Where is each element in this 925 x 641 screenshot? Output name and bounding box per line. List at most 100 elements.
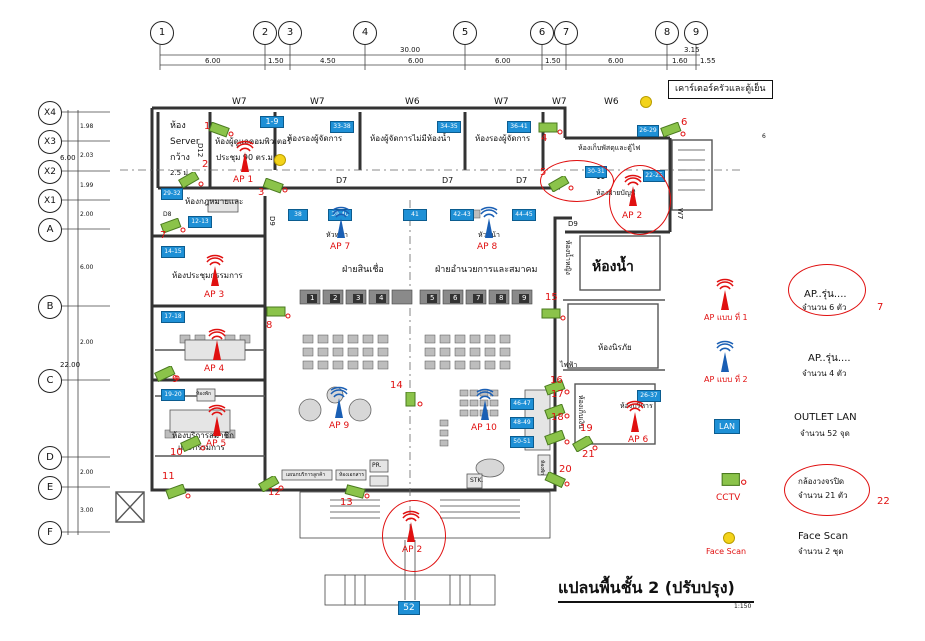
dim-span: 6.00 xyxy=(608,57,624,65)
legend-cctv-note: 22 xyxy=(877,496,890,507)
dim-row-span: 2.00 xyxy=(80,469,94,476)
cctv-number: 20 xyxy=(559,464,572,475)
dim-total-height: 22.00 xyxy=(60,361,81,369)
label-pr: PR. xyxy=(372,462,382,469)
window-w7-right: W7 xyxy=(676,208,684,220)
grid-row-b: B xyxy=(38,295,62,319)
legend-ap-type2-icon xyxy=(716,340,734,372)
grid-col-5: 5 xyxy=(453,21,477,45)
ap-type1-icon xyxy=(206,254,224,286)
ap-label: AP 4 xyxy=(204,364,225,374)
cctv-number: 6 xyxy=(681,117,688,128)
legend-ap1-label: AP แบบ ที่ 1 xyxy=(704,313,748,322)
lan-outlet: 1-9 xyxy=(260,116,284,128)
grid-col-2: 2 xyxy=(253,21,277,45)
ap-label: AP 8 xyxy=(477,242,498,252)
desk-number: 2 xyxy=(330,294,341,303)
lan-outlet: 33-38 xyxy=(330,121,354,133)
desk-number: 8 xyxy=(496,294,507,303)
room-server-1: ห้อง xyxy=(170,121,186,131)
dept-credit: ฝ่ายสินเชื่อ xyxy=(342,265,384,275)
grid-col-7: 7 xyxy=(554,21,578,45)
room-manager: ห้องผู้จัดการไม่มีห้องน้ำ xyxy=(370,134,451,143)
desk-number: 7 xyxy=(473,294,484,303)
dim-top-extra: 3.15 xyxy=(684,46,700,54)
ap-label: AP 1 xyxy=(233,175,254,185)
room-board: ห้องประชุมกรรมการ xyxy=(172,271,243,280)
legend-ap2-count: จำนวน 4 ตัว xyxy=(802,369,847,378)
kitchen-sign: เคาร์เตอร์ครัวและตู้เย็น xyxy=(668,80,773,99)
cctv-number: 2 xyxy=(202,159,209,170)
lan-outlet: 14-15 xyxy=(161,246,185,258)
ap-label: AP 5 xyxy=(206,439,227,449)
section-marker: 6 xyxy=(762,133,766,140)
dim-span: 1.55 xyxy=(700,57,716,65)
grid-col-4: 4 xyxy=(353,21,377,45)
ap-type1-icon xyxy=(208,404,226,436)
counter-2: ห้องเอกสาร xyxy=(339,472,365,478)
desk-number: 1 xyxy=(307,294,318,303)
cctv-number: 1 xyxy=(204,121,211,132)
highlight-ellipse xyxy=(788,264,866,316)
legend-ap2-title: AP..รุ่น.... xyxy=(808,353,851,364)
legend-cctv-label: CCTV xyxy=(716,493,741,503)
door-d7: D7 xyxy=(442,176,454,185)
grid-col-8: 8 xyxy=(655,21,679,45)
grid-row-x4: X4 xyxy=(38,101,62,125)
cctv-number: 16 xyxy=(550,375,563,386)
grid-col-3: 3 xyxy=(278,21,302,45)
legend-face-label: Face Scan xyxy=(706,547,747,556)
legend-ap1-count: จำนวน 6 ตัว xyxy=(802,303,847,312)
cctv-number: 14 xyxy=(390,380,403,391)
highlight-ellipse xyxy=(784,464,870,516)
left-dimension-lines xyxy=(60,110,110,535)
cctv-number: 9 xyxy=(172,374,179,385)
cctv-camera-icon xyxy=(660,122,686,138)
window-label: W7 xyxy=(232,97,247,107)
cctv-number: 21 xyxy=(582,449,595,460)
cctv-camera-icon xyxy=(344,484,370,499)
cctv-camera-icon xyxy=(544,404,570,420)
lan-outlet: 44-45 xyxy=(512,209,536,221)
grid-col-9: 9 xyxy=(684,21,708,45)
cctv-camera-icon xyxy=(544,472,570,488)
cctv-number: 8 xyxy=(266,320,273,331)
face-scan-icon xyxy=(274,154,286,166)
legend-ap-type1-icon xyxy=(716,278,734,310)
lan-outlet: 41 xyxy=(403,209,427,221)
cctv-number: 3 xyxy=(258,187,265,198)
legend-lan-icon: LAN xyxy=(714,419,740,434)
room-computer: ห้องผู้ดูแลคอมพิวเตอร์ xyxy=(215,137,292,146)
dim-span: 4.50 xyxy=(320,57,336,65)
grid-col-1: 1 xyxy=(150,21,174,45)
ap-label: AP 6 xyxy=(628,435,649,445)
dim-span: 1.60 xyxy=(672,57,688,65)
dim-row-span: 2.00 xyxy=(80,339,94,346)
window-label: W6 xyxy=(405,97,420,107)
cctv-number: 18 xyxy=(551,412,564,423)
inner-walls xyxy=(115,139,713,523)
grid-col-6: 6 xyxy=(530,21,554,45)
cctv-number: 7 xyxy=(160,230,167,241)
room-toilet-side: ห้องน้ำหญิง xyxy=(564,240,572,275)
room-server-2: Server xyxy=(170,137,200,147)
lan-outlet: 38 xyxy=(288,209,308,221)
ap-label: AP 10 xyxy=(471,423,497,433)
dim-row-span: 3.00 xyxy=(80,507,94,514)
counter-3: ห้องพัก xyxy=(539,460,545,476)
room-member-1: ห้องบริการสมาชิก xyxy=(172,431,234,440)
window-label: W6 xyxy=(604,97,619,107)
room-waiting-2: ห้องรองผู้จัดการ xyxy=(475,134,531,143)
dim-span: 1.50 xyxy=(268,57,284,65)
room-head-1: หัวหน้า xyxy=(326,231,348,239)
cctv-number: 19 xyxy=(580,423,593,434)
lan-outlet: 17-18 xyxy=(161,311,185,323)
cctv-camera-icon xyxy=(538,122,563,135)
cctv-camera-icon xyxy=(178,172,204,188)
cctv-camera-icon xyxy=(160,218,186,234)
cctv-number: 13 xyxy=(340,497,353,508)
room-waiting-1: ห้องรองผู้จัดการ xyxy=(287,134,343,143)
cctv-camera-icon xyxy=(541,308,566,321)
desk-number: 3 xyxy=(353,294,364,303)
counter-1: แผนกบริการลูกค้า xyxy=(286,472,326,478)
